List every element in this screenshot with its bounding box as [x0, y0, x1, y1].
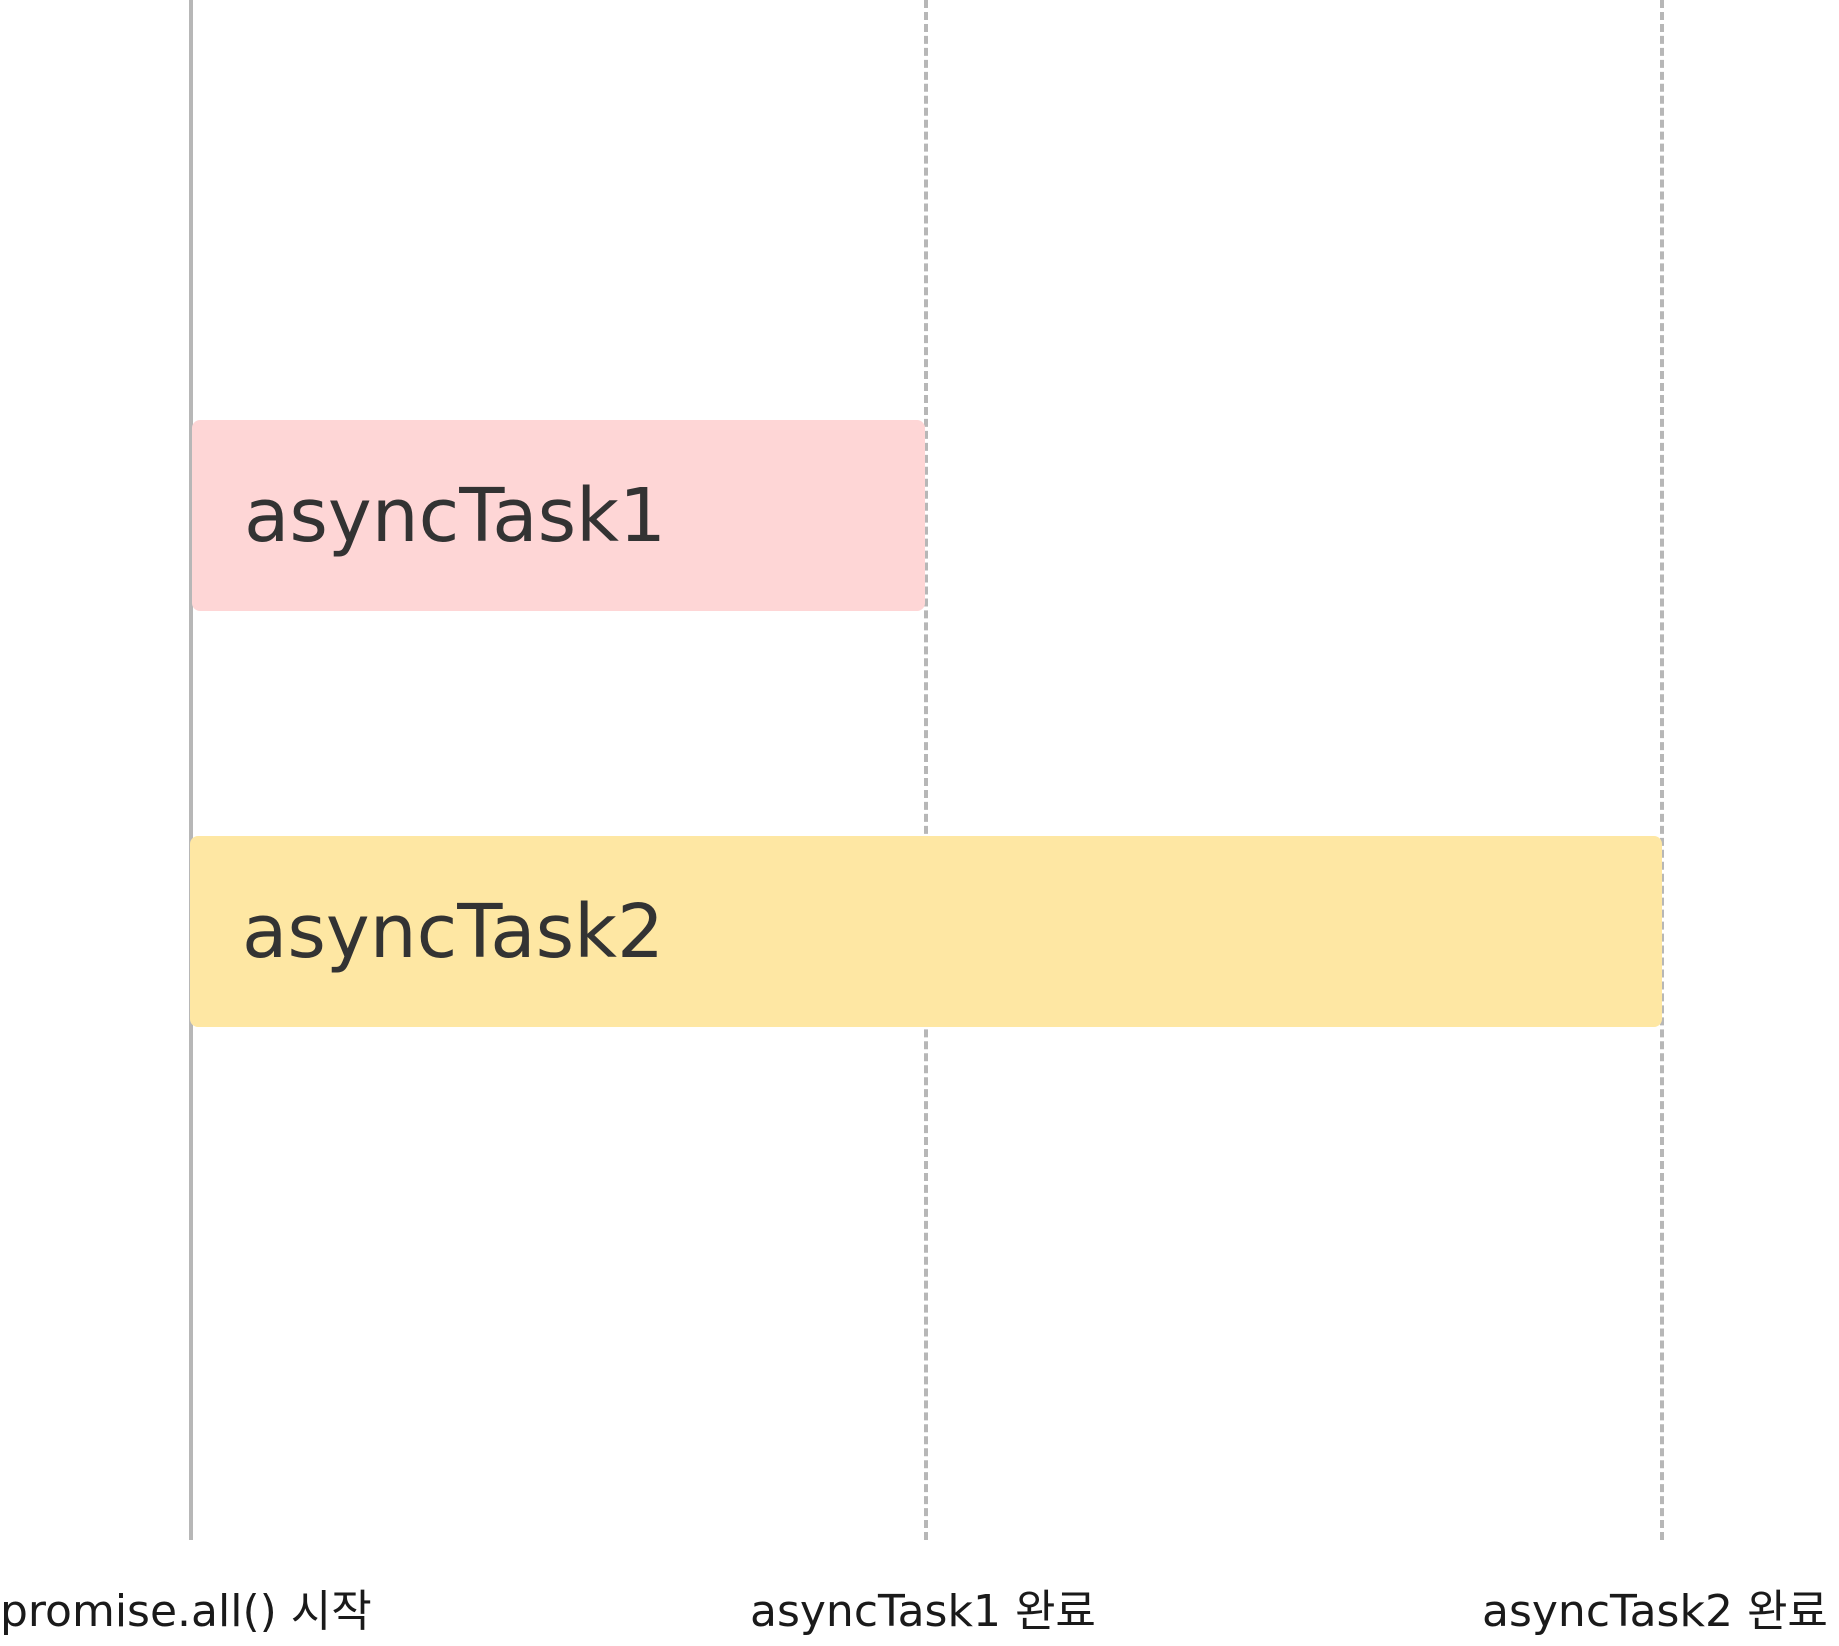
start-line — [189, 0, 193, 1540]
marker-label-start: promise.all() 시작 — [0, 1586, 372, 1637]
marker-label-task2-complete: asyncTask2 완료 — [1482, 1586, 1828, 1637]
task-label: asyncTask1 — [244, 472, 667, 559]
marker-label-task1-complete: asyncTask1 완료 — [750, 1586, 1096, 1637]
task-bar-asynctask1: asyncTask1 — [192, 420, 925, 611]
task-bar-asynctask2: asyncTask2 — [190, 836, 1662, 1027]
task1-complete-line — [924, 0, 928, 1540]
task2-complete-line — [1660, 0, 1664, 1540]
task-label: asyncTask2 — [242, 888, 665, 975]
